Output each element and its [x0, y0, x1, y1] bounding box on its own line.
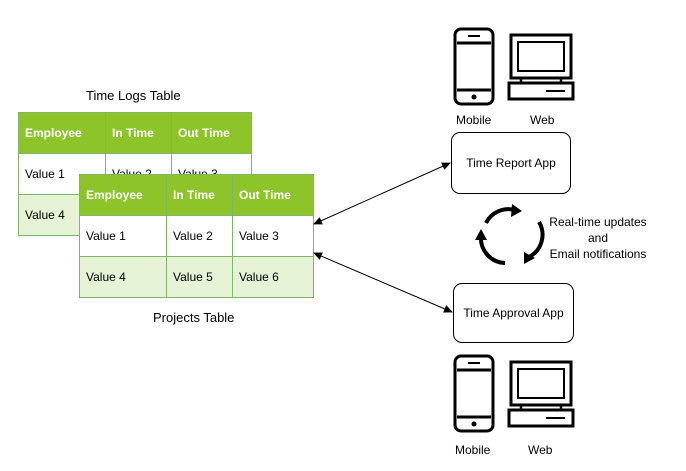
mobile-label: Mobile [456, 113, 492, 127]
sync-note-line: and [587, 231, 609, 245]
time-report-app-label: Time Report App [466, 156, 556, 170]
sync-note-line: Real-time updates [549, 215, 647, 229]
table-cell: Value 2 [166, 215, 233, 257]
mobile-label: Mobile [455, 443, 491, 457]
time-report-app-box: Time Report App [451, 132, 571, 194]
header-cell: Out Time [232, 174, 314, 216]
mobile-icon [453, 354, 495, 433]
sync-cycle-icon [475, 204, 545, 265]
table-cell: Value 4 [79, 256, 167, 298]
header-cell: In Time [166, 174, 233, 216]
time-logs-table-title: Time Logs Table [86, 88, 181, 103]
mobile-icon [453, 27, 495, 106]
header-cell: Employee [18, 112, 106, 154]
time-approval-app-box: Time Approval App [453, 283, 574, 343]
header-cell: Employee [79, 174, 167, 216]
table-cell: Value 3 [232, 215, 314, 257]
desktop-icon [507, 33, 575, 101]
table-cell: Value 1 [79, 215, 167, 257]
projects-table: Employee In Time Out Time Value 1 Value … [79, 174, 314, 298]
table-row: Value 4 Value 5 Value 6 [79, 256, 314, 298]
connector-arrow [313, 252, 453, 313]
table-header-row: Employee In Time Out Time [18, 112, 252, 154]
header-cell: Out Time [171, 112, 252, 154]
desktop-icon [507, 360, 575, 428]
connector-arrow [313, 162, 451, 225]
web-label: Web [530, 113, 555, 127]
sync-note-line: Email notifications [549, 247, 647, 261]
table-cell: Value 6 [232, 256, 314, 298]
time-approval-app-label: Time Approval App [463, 306, 564, 320]
web-label: Web [528, 443, 553, 457]
projects-table-title: Projects Table [153, 310, 235, 325]
table-header-row: Employee In Time Out Time [79, 174, 314, 216]
sync-note: Real-time updates and Email notification… [546, 214, 650, 262]
table-row: Value 1 Value 2 Value 3 [79, 215, 314, 257]
